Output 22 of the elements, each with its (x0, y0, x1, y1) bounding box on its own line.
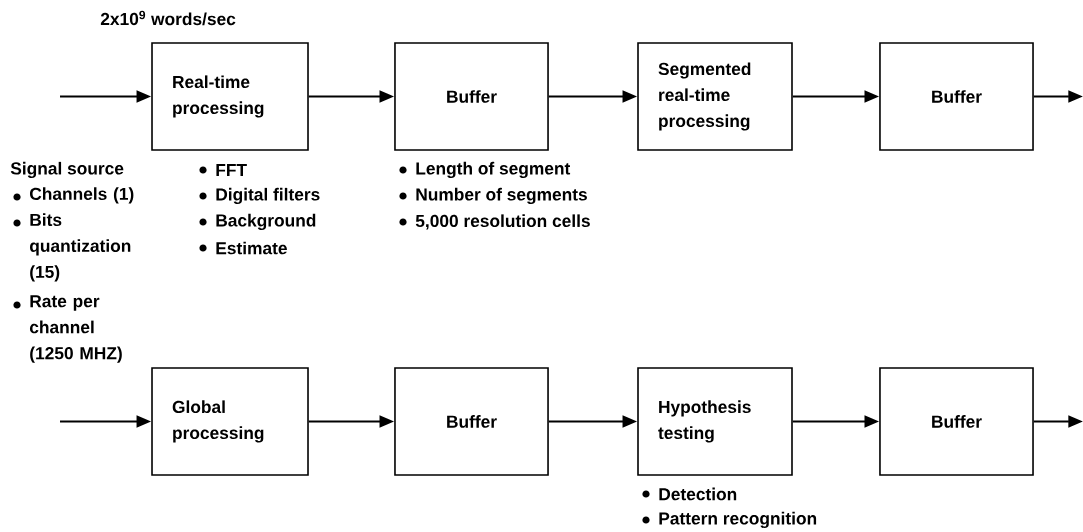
bullet-item: Length of segment (399, 161, 571, 179)
bullet-item: Detection (642, 487, 737, 501)
process-box: Buffer (879, 42, 1034, 151)
process-box: Buffer (879, 367, 1034, 476)
bullet-item: Bits quantization (15) (13, 213, 131, 282)
bullet-item: FFT (199, 164, 247, 176)
bullet-item: Background (199, 213, 316, 231)
process-box: Global processing (151, 367, 309, 476)
process-box: Hypothesis testing (637, 367, 793, 476)
bullet-item: Digital filters (199, 187, 320, 205)
bullet-item: Pattern recognition (642, 511, 817, 529)
bullet-item: Estimate (199, 241, 287, 255)
process-box: Buffer (394, 42, 549, 151)
bullet-item: Rate per channel (1250 MHZ) (13, 295, 122, 363)
rate-label: 2x10$^{9}$ words/sec (100, 10, 236, 26)
process-box: Real-time processing (151, 42, 309, 151)
bullet-item: Number of segments (399, 187, 587, 205)
bullet-item: 5,000 resolution cells (399, 214, 590, 230)
process-box: Segmented real-time processing (637, 42, 793, 151)
heading-label: Signal source (10, 161, 124, 179)
bullet-item: Channels (1) (13, 187, 134, 204)
process-box: Buffer (394, 367, 549, 476)
